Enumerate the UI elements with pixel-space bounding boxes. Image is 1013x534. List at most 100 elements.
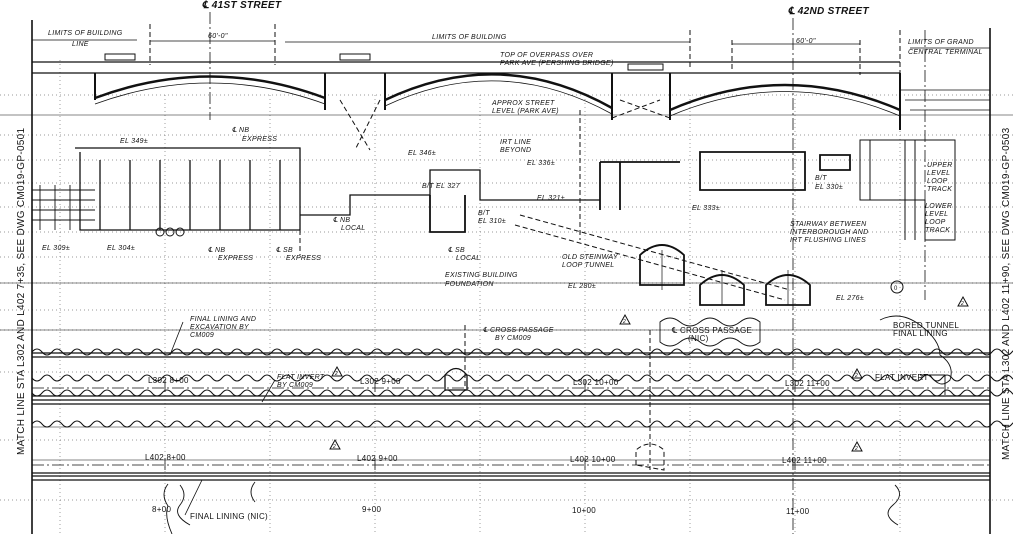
el-304: EL 304± — [107, 245, 135, 252]
match-line-right: MATCH LINE STA L302 AND L402 11+90, SEE … — [1001, 127, 1012, 460]
flat-invert-cm009-2: BY CM009 — [277, 382, 313, 389]
street-42nd-label: ℄ 42ND STREET — [788, 6, 869, 17]
el-309: EL 309± — [42, 245, 70, 252]
limits-building-line-1: LIMITS OF BUILDING — [48, 30, 123, 37]
street-level-note-2: LEVEL (PARK AVE) — [492, 108, 559, 115]
el-336: EL 336± — [527, 160, 555, 167]
svg-text:2: 2 — [622, 319, 626, 325]
el-321: EL 321± — [537, 195, 565, 202]
marker-o: 0 — [894, 286, 898, 292]
el-280: EL 280± — [568, 283, 596, 290]
overpass-note-2: PARK AVE (PERSHING BRIDGE) — [500, 60, 614, 67]
l302-station-8: L302 8+00 — [148, 376, 189, 385]
revision-triangle-icon: 2 — [331, 365, 343, 377]
bt-el-327: B/T EL 327 — [422, 183, 461, 190]
lower-loop-4: TRACK — [925, 227, 950, 234]
stairway-note-2: INTERBOROUGH AND — [790, 229, 868, 236]
l402-station-9: L402 9+00 — [357, 454, 398, 463]
revision-triangle-icon: 2 — [851, 440, 863, 452]
lower-loop-3: LOOP — [925, 219, 946, 226]
irt-line-note-1: IRT LINE — [500, 139, 531, 146]
el-333: EL 333± — [692, 205, 720, 212]
lower-loop-2: LEVEL — [925, 211, 948, 218]
bt-el-330-1: B/T — [815, 175, 827, 182]
flat-invert: FLAT INVERT — [875, 373, 929, 382]
svg-text:2: 2 — [960, 301, 964, 307]
final-lining-nic: FINAL LINING (NIC) — [190, 512, 268, 521]
final-lining-cm009-3: CM009 — [190, 332, 214, 339]
axis-station-9: 9+00 — [362, 505, 381, 514]
l302-station-9: L302 9+00 — [360, 377, 401, 386]
cross-passage-cm009-1: ℄ CROSS PASSAGE — [483, 326, 554, 334]
limits-grand-central-1: LIMITS OF GRAND — [908, 39, 974, 46]
bt-el-330-2: EL 330± — [815, 184, 843, 191]
dimension-60ft-left: 60'-0" — [208, 33, 228, 40]
svg-text:2: 2 — [334, 371, 338, 377]
l402-station-11: L402 11+00 — [782, 456, 827, 465]
limits-building-label: LIMITS OF BUILDING — [432, 34, 507, 41]
el-349: EL 349± — [120, 138, 148, 145]
steinway-note-2: LOOP TUNNEL — [562, 262, 614, 269]
pershing-bridge — [32, 53, 901, 151]
revision-triangle-icon: 2 — [957, 295, 969, 307]
bored-tunnel-2: FINAL LINING — [893, 329, 948, 338]
el-346: EL 346± — [408, 150, 436, 157]
nb-local-1: ℄ NB — [333, 216, 350, 224]
datum-lines — [0, 114, 1013, 331]
limits-building-line-2: LINE — [72, 41, 89, 48]
cross-passage-nic-1: ℄ CROSS PASSAGE — [671, 326, 752, 335]
upper-loop-3: LOOP — [927, 178, 948, 185]
final-lining-cm009-1: FINAL LINING AND — [190, 316, 256, 323]
final-lining-cm009-2: EXCAVATION BY — [190, 324, 250, 331]
foundation-note-1: EXISTING BUILDING — [445, 272, 518, 279]
sb-express-2: EXPRESS — [286, 255, 321, 262]
l302-station-11: L302 11+00 — [785, 379, 830, 388]
svg-text:2: 2 — [854, 446, 858, 452]
street-level-note-1: APPROX STREET — [491, 100, 555, 107]
foundation-note-2: FOUNDATION — [445, 281, 494, 288]
stairway-note-1: STAIRWAY BETWEEN — [790, 221, 867, 228]
revision-triangle-icon: 2 — [329, 438, 341, 450]
svg-text:2: 2 — [332, 444, 336, 450]
axis-station-10: 10+00 — [572, 506, 596, 515]
svg-text:2: 2 — [854, 373, 858, 379]
flat-invert-cm009-1: FLAT INVERT — [277, 374, 325, 381]
l402-station-10: L402 10+00 — [570, 455, 616, 464]
cross-passage-cm009-2: BY CM009 — [495, 335, 531, 342]
street-centerlines — [209, 12, 926, 534]
lower-loop-1: LOWER — [925, 203, 952, 210]
overpass-note-1: TOP OF OVERPASS OVER — [500, 52, 593, 59]
revision-triangle-icon: 2 — [619, 313, 631, 325]
el-276: EL 276± — [836, 295, 864, 302]
axis-station-11: 11+00 — [786, 507, 810, 516]
dimension-lines — [32, 24, 990, 130]
nb-express-2: EXPRESS — [218, 255, 253, 262]
nb-express-top-2: EXPRESS — [242, 136, 277, 143]
bt-el-310-1: B/T — [478, 210, 490, 217]
l302-station-10: L302 10+00 — [573, 378, 619, 387]
cross-passage-nic-2: (NIC) — [688, 334, 709, 343]
grid — [0, 60, 1013, 534]
steinway-note-1: OLD STEINWAY — [562, 254, 619, 261]
nb-local-2: LOCAL — [341, 225, 365, 232]
upper-loop-2: LEVEL — [927, 170, 950, 177]
axis-station-8: 8+00 — [152, 505, 171, 514]
limits-grand-central-2: CENTRAL TERMINAL — [908, 49, 983, 56]
sb-local-2: LOCAL — [456, 255, 480, 262]
revision-triangle-icon: 2 — [851, 367, 863, 379]
tunnel-walls — [31, 315, 1013, 534]
sb-local-1: ℄ SB — [448, 246, 465, 254]
sb-express-1: ℄ SB — [276, 246, 293, 254]
bt-el-310-2: EL 310± — [478, 218, 506, 225]
upper-loop-1: UPPER — [927, 162, 953, 169]
nb-express-top-1: ℄ NB — [232, 126, 249, 134]
bored-tunnel-1: BORED TUNNEL — [893, 321, 959, 330]
match-line-left: MATCH LINE STA L302 AND L402 7+35, SEE D… — [16, 127, 27, 455]
dimension-60ft-right: 60'-0" — [796, 38, 816, 45]
revision-marks: 2 2 2 2 2 2 — [329, 295, 969, 452]
existing-structures — [32, 89, 991, 306]
street-41st-label: ℄ 41ST STREET — [202, 0, 282, 11]
irt-line-note-2: BEYOND — [500, 147, 531, 154]
nb-express-1: ℄ NB — [208, 246, 225, 254]
